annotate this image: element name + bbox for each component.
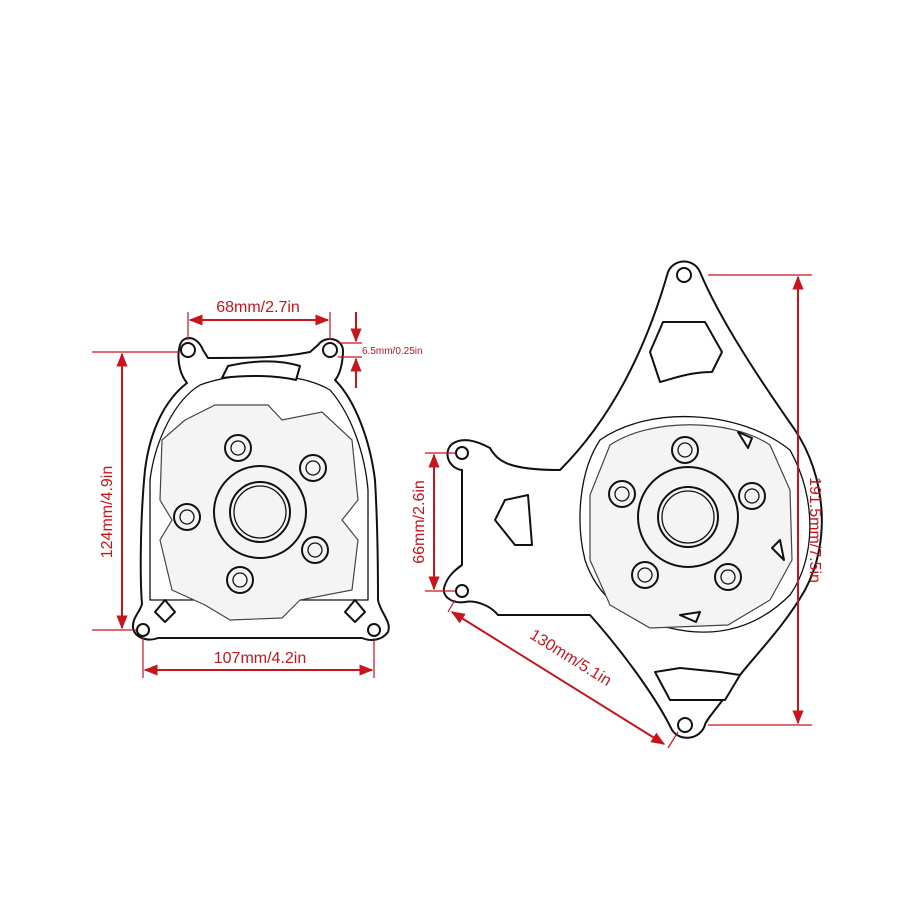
hub-outer-ring [637, 466, 739, 568]
left-cover-bottom-left-notch [154, 599, 176, 623]
right-cover-slot-right [771, 539, 785, 561]
right-cover-mount-holes [455, 267, 693, 733]
right-cover-bolts [608, 436, 766, 591]
bolt [299, 454, 327, 482]
right-cover-top-window [649, 321, 723, 383]
bolt [631, 561, 659, 589]
left-cover-plate [159, 404, 359, 621]
bolt [671, 436, 699, 464]
left-cover-bolts [173, 434, 329, 594]
diagonal-label: 130mm/5.1in [527, 627, 615, 690]
left-cover-outline [131, 337, 390, 641]
bolt [226, 566, 254, 594]
hub-bore-inner [233, 485, 287, 539]
left-cover-hub [213, 465, 307, 559]
mount-hole [455, 446, 469, 460]
hub-bore [657, 486, 719, 548]
top-width-label: 68mm/2.7in [216, 299, 300, 316]
mount-height-label: 66mm/2.6in [411, 480, 428, 564]
left-cover-bottom-right-notch [344, 599, 366, 623]
hole-diameter-label: 6.5mm/0.25in [362, 346, 423, 357]
mount-hole [677, 717, 693, 733]
left-dimensions: 68mm/2.7in 6.5mm/0.25in 124mm/4.9in 107m… [92, 299, 423, 678]
right-cover-part [442, 260, 823, 739]
left-cover-top-slot [221, 360, 301, 381]
bolt [224, 434, 252, 462]
mount-hole [676, 267, 692, 283]
bolt [608, 480, 636, 508]
right-cover-slot-lower [679, 611, 701, 623]
diagonal-dimension-line [450, 611, 666, 745]
hub-bore [229, 481, 291, 543]
hub-outer-ring [213, 465, 307, 559]
hub-bore-inner [661, 490, 715, 544]
right-cover-plate [589, 424, 793, 629]
bottom-width-label: 107mm/4.2in [214, 650, 307, 667]
right-cover-side-window [494, 494, 533, 546]
right-cover-inner-rim [579, 415, 811, 633]
mount-hole [455, 584, 469, 598]
bolt [738, 482, 766, 510]
mount-hole [367, 623, 381, 637]
bolt [173, 503, 201, 531]
bolt [714, 563, 742, 591]
left-cover-part [131, 337, 390, 641]
mount-hole [180, 342, 196, 358]
left-height-label: 124mm/4.9in [99, 466, 116, 559]
right-cover-slot-upper-right [737, 431, 753, 449]
mount-hole [136, 623, 150, 637]
right-cover-hub [637, 466, 739, 568]
bolt [301, 536, 329, 564]
right-height-label: 191.5mm/7.5in [806, 477, 823, 583]
left-cover-mount-holes [136, 342, 381, 637]
mount-hole [322, 342, 338, 358]
right-cover-bottom-window [654, 667, 741, 701]
